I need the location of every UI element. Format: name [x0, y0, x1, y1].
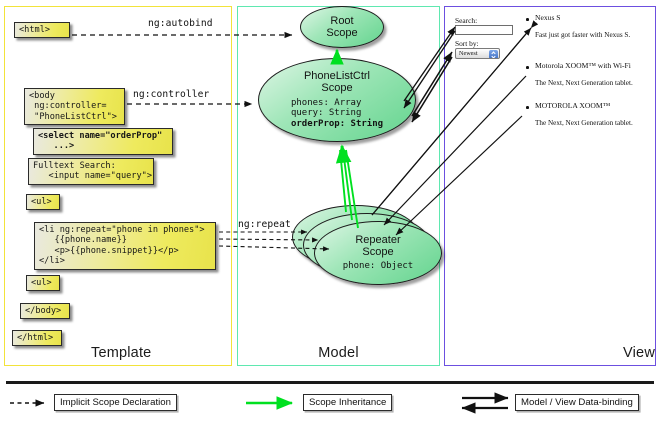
view-phone-snippet-0: Fast just got faster with Nexus S.: [535, 31, 631, 39]
scope-root-title-2: Scope: [326, 27, 358, 39]
list-bullet-icon: [526, 66, 529, 69]
code-box-li-repeat: <li ng:repeat="phone in phones"> {{phone…: [34, 222, 216, 270]
view-phone-name-2: MOTOROLA XOOM™: [535, 101, 611, 110]
legend-item-databinding: Model / View Data-binding: [515, 394, 639, 411]
connector-label-autobind: ng:autobind: [148, 18, 213, 29]
panel-template-label: Template: [91, 345, 152, 361]
panel-view: View: [444, 6, 656, 366]
scope-phonelistctrl: PhoneListCtrl Scope phones: Array query:…: [258, 58, 416, 142]
scope-root: Root Scope: [300, 6, 384, 48]
list-bullet-icon: [526, 18, 529, 21]
list-bullet-icon: [526, 106, 529, 109]
scope-ctrl-title-1: PhoneListCtrl: [303, 69, 371, 82]
legend-item-inheritance: Scope Inheritance: [303, 394, 393, 411]
code-box-fulltext: Fulltext Search: <input name="query">: [28, 158, 154, 185]
scope-repeater-front: Repeater Scope phone: Object: [314, 221, 442, 285]
code-box-html-close: </html>: [12, 330, 62, 347]
view-sort-selected-value: Newest: [459, 50, 478, 57]
scope-repeater-title-2: Scope: [362, 246, 394, 259]
code-box-body-close: </body>: [20, 303, 70, 320]
scope-prop-phones: phones: Array: [290, 97, 362, 108]
code-box-ul-close: <ul>: [26, 275, 60, 292]
scope-prop-orderprop: orderProp: String: [290, 119, 384, 130]
connector-label-controller: ng:controller: [133, 89, 210, 100]
scope-root-title-1: Root: [330, 14, 354, 27]
legend-item-implicit: Implicit Scope Declaration: [54, 394, 177, 411]
panel-view-label: View: [623, 345, 655, 361]
code-box-html-open: <html>: [14, 22, 70, 39]
view-phone-snippet-1: The Next, Next Generation tablet.: [535, 79, 633, 87]
scope-prop-phone: phone: Object: [342, 261, 414, 272]
connector-label-repeat: ng:repeat: [238, 219, 291, 230]
code-box-ul-open: <ul>: [26, 194, 60, 211]
scope-repeater-title-1: Repeater: [355, 233, 401, 246]
view-phone-snippet-2: The Next, Next Generation tablet.: [535, 119, 633, 127]
scope-prop-query: query: String: [290, 108, 362, 119]
view-search-input[interactable]: [455, 25, 513, 35]
legend-divider: [6, 381, 654, 384]
view-search-label: Search:: [455, 16, 478, 25]
view-phone-name-0: Nexus S: [535, 13, 561, 22]
chevron-updown-icon[interactable]: [489, 50, 498, 58]
view-sort-select[interactable]: Newest: [455, 48, 500, 59]
code-box-body-open: <body ng:controller= "PhoneListCtrl">: [24, 88, 125, 126]
scope-ctrl-props: phones: Array query: String orderProp: S…: [291, 98, 383, 130]
view-sort-label: Sort by:: [455, 39, 479, 48]
code-box-select: <select name="orderProp" ...>: [33, 128, 173, 155]
scope-ctrl-title-2: Scope: [321, 82, 353, 95]
scope-repeater-props: phone: Object: [343, 261, 413, 272]
view-phone-name-1: Motorola XOOM™ with Wi-Fi: [535, 61, 631, 70]
panel-model-label: Model: [318, 345, 359, 361]
